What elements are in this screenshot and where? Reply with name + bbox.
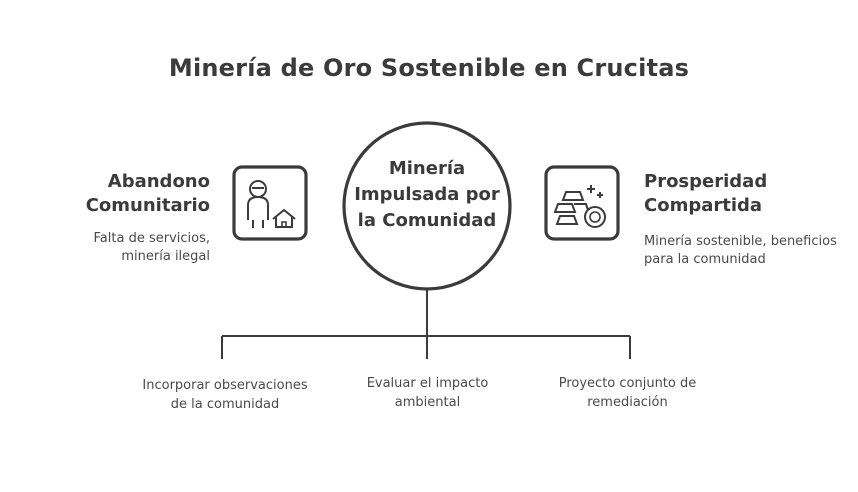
center-label: Minería Impulsada por la Comunidad xyxy=(354,158,500,231)
right-description: Minería sostenible, beneficios para la c… xyxy=(644,234,837,267)
branch-label-right: Proyecto conjunto de remediación xyxy=(558,376,697,410)
diagram-title: Minería de Oro Sostenible en Crucitas xyxy=(168,54,690,82)
right-title: Prosperidad Compartida xyxy=(644,171,768,216)
branch-label-center: Evaluar el impacto ambiental xyxy=(366,376,489,410)
left-description: Falta de servicios, minería ilegal xyxy=(93,231,210,264)
gold-bars-coin-icon xyxy=(544,165,620,241)
person-house-icon xyxy=(232,165,308,241)
branch-label-left: Incorporar observaciones de la comunidad xyxy=(142,378,308,412)
left-title: Abandono Comunitario xyxy=(85,171,210,216)
